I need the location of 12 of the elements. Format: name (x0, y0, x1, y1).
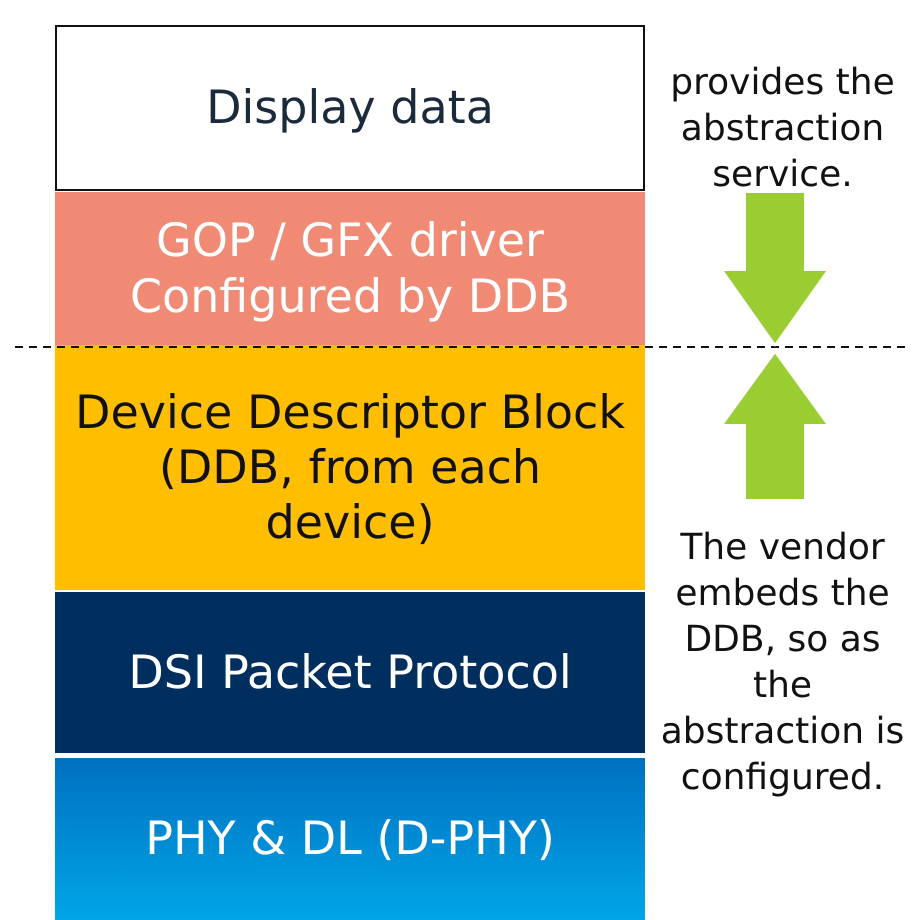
note-text: The vendor embeds the DDB, so as the abstraction is configured. (660, 526, 906, 800)
layer-label: Display data (205, 80, 495, 136)
layer-box (55, 25, 645, 191)
note-text: provides the abstraction service. (669, 61, 896, 198)
layer-box (55, 758, 645, 920)
layer-label: PHY & DL (D-PHY) (144, 811, 556, 867)
layer-box (55, 592, 645, 753)
layer-label: DSI Packet Protocol (127, 644, 573, 700)
layer-box (55, 345, 645, 590)
layer-label: Device Descriptor Block (DDB, from each device) (74, 384, 626, 550)
layer-label: GOP / GFX driver Configured by DDB (128, 213, 572, 324)
layer-box (55, 192, 645, 345)
